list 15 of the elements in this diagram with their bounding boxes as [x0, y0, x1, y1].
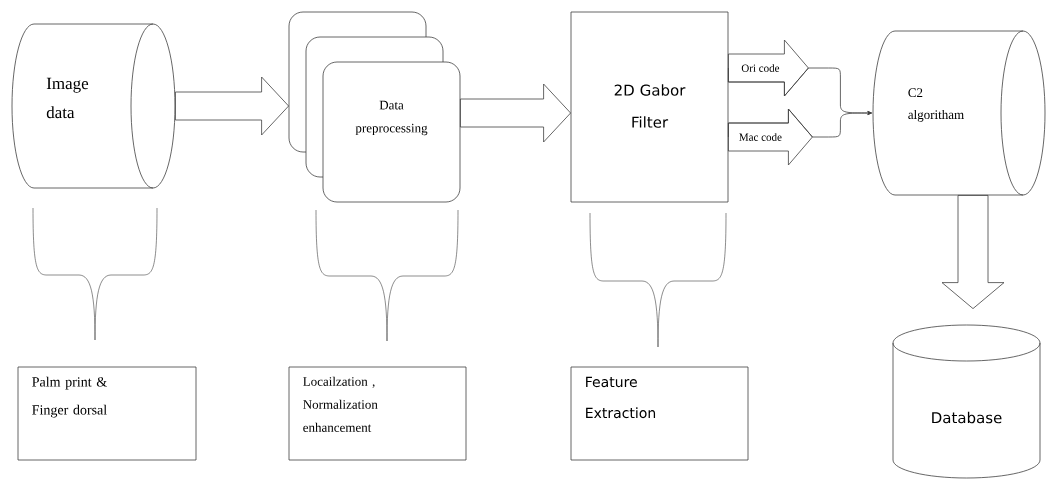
- description-box: Palm print & Finger dorsal: [17, 366, 197, 461]
- node-label: C2 algoritham: [908, 88, 964, 122]
- block-arrow: [728, 108, 872, 166]
- block-arrow: [460, 83, 571, 143]
- block-arrow: [941, 195, 1005, 309]
- node-label: Database: [932, 411, 1002, 424]
- node-label: Image data: [46, 77, 89, 119]
- description-box: Feature Extraction: [570, 366, 749, 461]
- block-arrow: [175, 76, 289, 136]
- database-cylinder: Database: [892, 324, 1041, 479]
- edge-label: Ori code: [741, 64, 780, 72]
- stacked-document-box: Data preprocessing: [288, 11, 461, 203]
- process-box: 2D Gabor Filter: [570, 11, 729, 203]
- description-box: Locailzation , Normalization enhancement: [288, 366, 467, 461]
- edge-label: Mac code: [739, 133, 782, 141]
